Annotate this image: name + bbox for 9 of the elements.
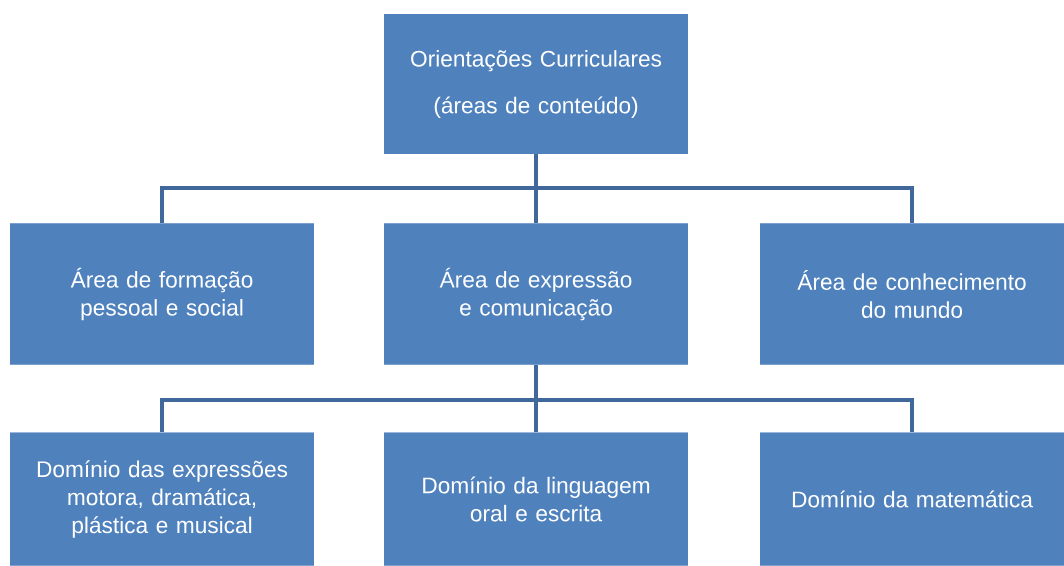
topic-box: Área de formação pessoal e social	[10, 223, 314, 365]
topic-box: Domínio das expressões motora, dramática, plástica e musical	[10, 432, 314, 566]
topic-box: Orientações Curriculares (áreas de conteúdo)	[384, 14, 688, 154]
topic-box: Domínio da matemática	[760, 432, 1064, 566]
topic-box: Área de expressão e comunicação	[384, 223, 688, 365]
connector-line	[534, 154, 914, 224]
connector-line	[534, 364, 914, 433]
topic-box: Domínio da linguagem oral e escrita	[384, 432, 688, 566]
topic-box: Área de conhecimento do mundo	[760, 223, 1064, 365]
